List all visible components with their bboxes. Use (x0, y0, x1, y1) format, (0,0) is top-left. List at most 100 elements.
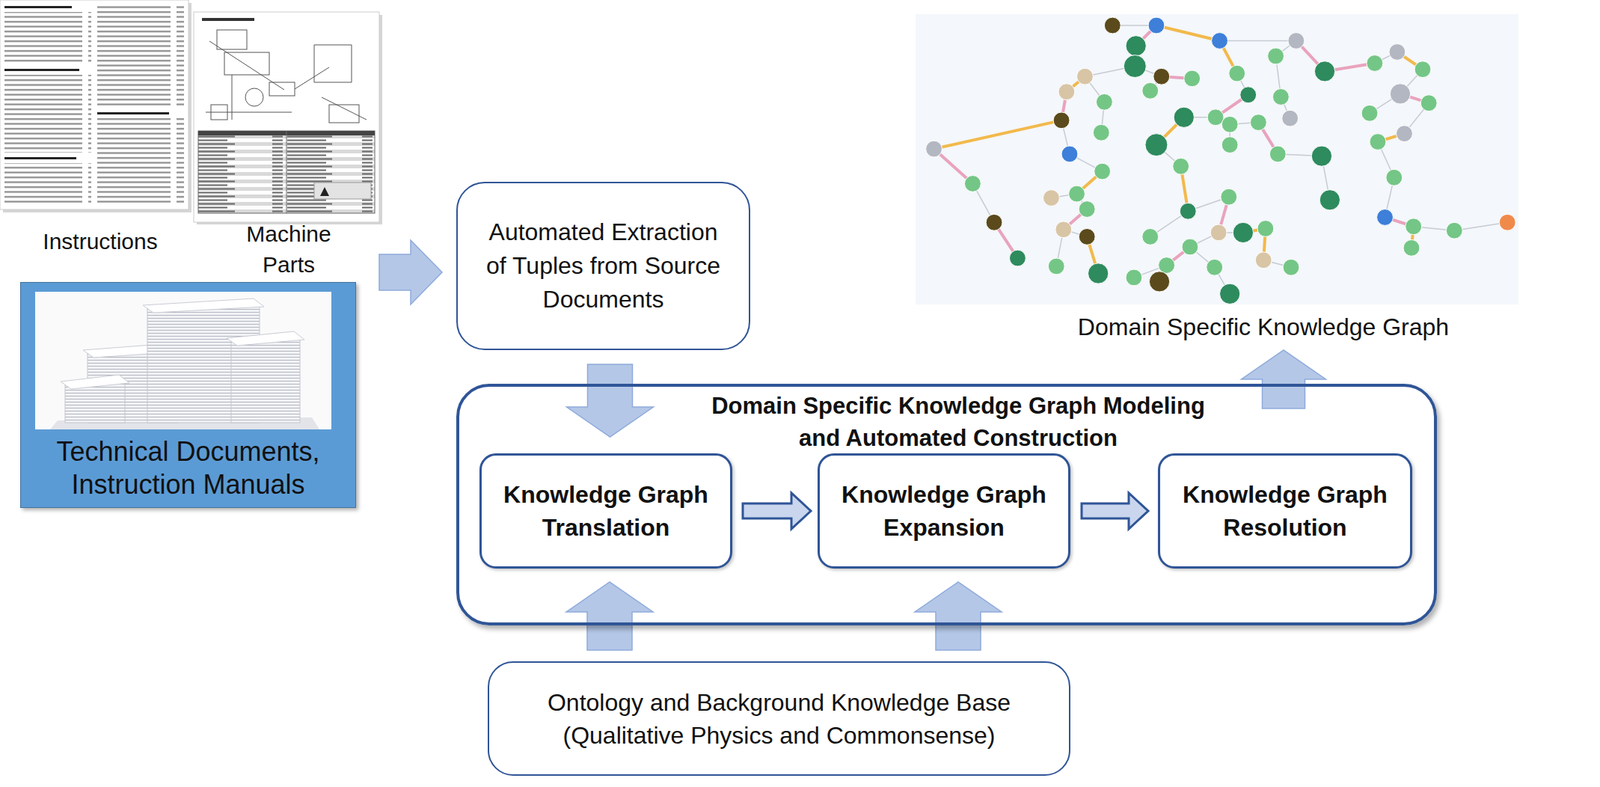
graph-node (1078, 228, 1096, 245)
graph-node (1077, 68, 1094, 85)
top-sheet (60, 374, 130, 389)
graph-node (1249, 114, 1267, 131)
graph-node (1179, 202, 1197, 220)
graph-node (1173, 106, 1194, 128)
graph-node (1288, 32, 1305, 50)
figure-caption: Domain Specific Knowledge Graph (1035, 311, 1492, 342)
illustration-detail (294, 67, 330, 90)
knowledge-graph-image (915, 14, 1519, 305)
graph-figure: Domain Specific Knowledge Graph (915, 14, 1519, 344)
illustration-detail (321, 97, 367, 120)
graph-nodes (926, 17, 1516, 304)
label-holder: Machine Parts (236, 218, 342, 280)
graph-links (934, 25, 1508, 294)
top-sheet (142, 298, 265, 313)
graph-node (1220, 188, 1238, 205)
graph-node (1414, 61, 1431, 78)
illustration-detail (97, 112, 170, 115)
graph-node (1125, 35, 1146, 57)
illustration-detail (329, 104, 360, 123)
graph-node (1377, 209, 1394, 226)
graph-node (1047, 258, 1065, 275)
graph-node (926, 140, 943, 158)
paper-stack-photo (35, 291, 332, 430)
graph-node (1420, 94, 1437, 112)
knowledge-base-box: Ontology and Background Knowledge Base (… (487, 661, 1071, 776)
graph-node (1314, 61, 1335, 82)
page-shadow (2, 2, 192, 213)
illustration-detail (269, 82, 295, 96)
exploded-view (205, 29, 367, 123)
graph-node (1389, 44, 1406, 61)
graph-node (1499, 213, 1516, 231)
graph-node (1221, 115, 1238, 133)
graph-node (1125, 269, 1143, 286)
graph-node (1078, 201, 1096, 218)
image-ground (915, 14, 1519, 305)
graph-node (1055, 221, 1072, 238)
graph-node (1123, 55, 1146, 78)
graph-node (1145, 133, 1168, 157)
graph-node (1269, 145, 1286, 163)
top-sheet (226, 331, 305, 346)
document-thumbnails (0, 0, 389, 225)
graph-link (1156, 25, 1221, 41)
process-box: Knowledge Graph Resolution (1157, 453, 1413, 569)
graph-node (1094, 163, 1111, 180)
illustration-detail (4, 68, 80, 72)
box-text: Knowledge Graph Expansion (831, 477, 1057, 544)
source-box: Technical Documents, Instruction Manuals (20, 282, 357, 508)
graph-link (934, 120, 1063, 149)
graph-node (1282, 109, 1299, 127)
group-heading: Domain Specific Knowledge Graph Modeling… (696, 389, 1221, 455)
graph-node (1207, 109, 1224, 126)
graph-node (1405, 218, 1422, 235)
process-box: Knowledge Graph Translation (479, 453, 733, 569)
box-text: Automated Extraction of Tuples from Sour… (484, 215, 722, 317)
illustration-detail (97, 118, 185, 205)
block-arrow (379, 240, 443, 305)
box-text: Knowledge Graph Translation (493, 477, 719, 544)
illustration-detail (4, 74, 92, 153)
paper-stack (231, 338, 300, 423)
graph-node (1386, 169, 1403, 186)
caution-box (314, 182, 372, 199)
illustration-detail (4, 5, 72, 9)
graph-node (1282, 258, 1300, 276)
graph-node (1403, 239, 1420, 256)
graph-node (985, 213, 1003, 231)
graph-node (1148, 271, 1170, 292)
illustration-detail (224, 52, 270, 75)
illustration-detail (201, 17, 255, 21)
instructions-page (0, 0, 189, 210)
graph-node (1092, 124, 1110, 141)
graph-node (1184, 70, 1201, 87)
illustration-detail (286, 130, 288, 214)
graph-node (1158, 257, 1176, 274)
illustration-detail (205, 112, 292, 113)
graph-node (1257, 220, 1274, 238)
graph-node (1255, 252, 1272, 269)
block-arrow (566, 581, 654, 651)
graph-node (1181, 238, 1199, 256)
graph-node (1088, 263, 1109, 284)
process-box: Automated Extraction of Tuples from Sour… (456, 181, 751, 351)
graph-link (1220, 40, 1297, 42)
graph-node (1009, 249, 1027, 267)
block-arrow (914, 581, 1002, 651)
document-label: Machine Parts (236, 218, 342, 280)
graph-node (1148, 17, 1165, 34)
graph-node (1445, 222, 1463, 239)
graph-node (1142, 228, 1159, 245)
document-label: Instructions (25, 225, 176, 257)
label-holder: Instructions (25, 225, 176, 257)
illustration-detail (4, 163, 92, 205)
graph-node (1220, 283, 1241, 304)
graph-node (1228, 65, 1246, 82)
graph-node (1172, 157, 1190, 175)
block-arrow (1081, 492, 1149, 529)
graph-node (1061, 145, 1078, 163)
graph-node (1311, 145, 1332, 167)
graph-node (1389, 83, 1411, 104)
